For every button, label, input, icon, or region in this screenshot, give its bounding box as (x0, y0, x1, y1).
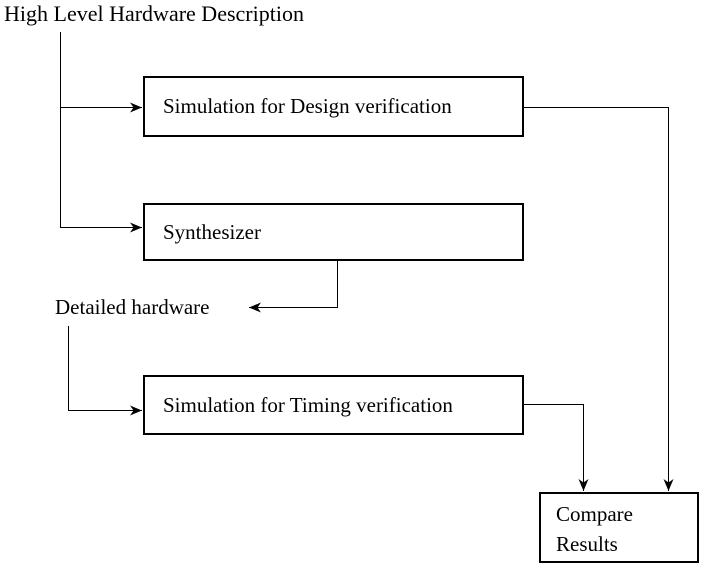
node-compare-results-label: Compare Results (556, 502, 633, 556)
node-synthesizer: Synthesizer (143, 203, 524, 261)
detailed-hardware-label: Detailed hardware (55, 295, 210, 319)
connector-synthesizer-to-detailed-hw (249, 261, 338, 313)
connector-detailed-hw-to-timing-sim (68, 326, 142, 416)
diagram-title: High Level Hardware Description (4, 1, 304, 26)
connector-timing-sim-to-compare (523, 404, 589, 491)
node-timing-simulation: Simulation for Timing verification (143, 375, 524, 435)
node-timing-simulation-label: Simulation for Timing verification (163, 392, 453, 417)
connector-design-sim-to-compare (523, 107, 674, 491)
node-design-simulation: Simulation for Design verification (143, 76, 524, 137)
node-design-simulation-label: Simulation for Design verification (163, 94, 452, 118)
node-compare-results: Compare Results (539, 492, 699, 563)
connector-hld-to-synthesizer (60, 32, 142, 233)
node-synthesizer-label: Synthesizer (163, 219, 261, 244)
